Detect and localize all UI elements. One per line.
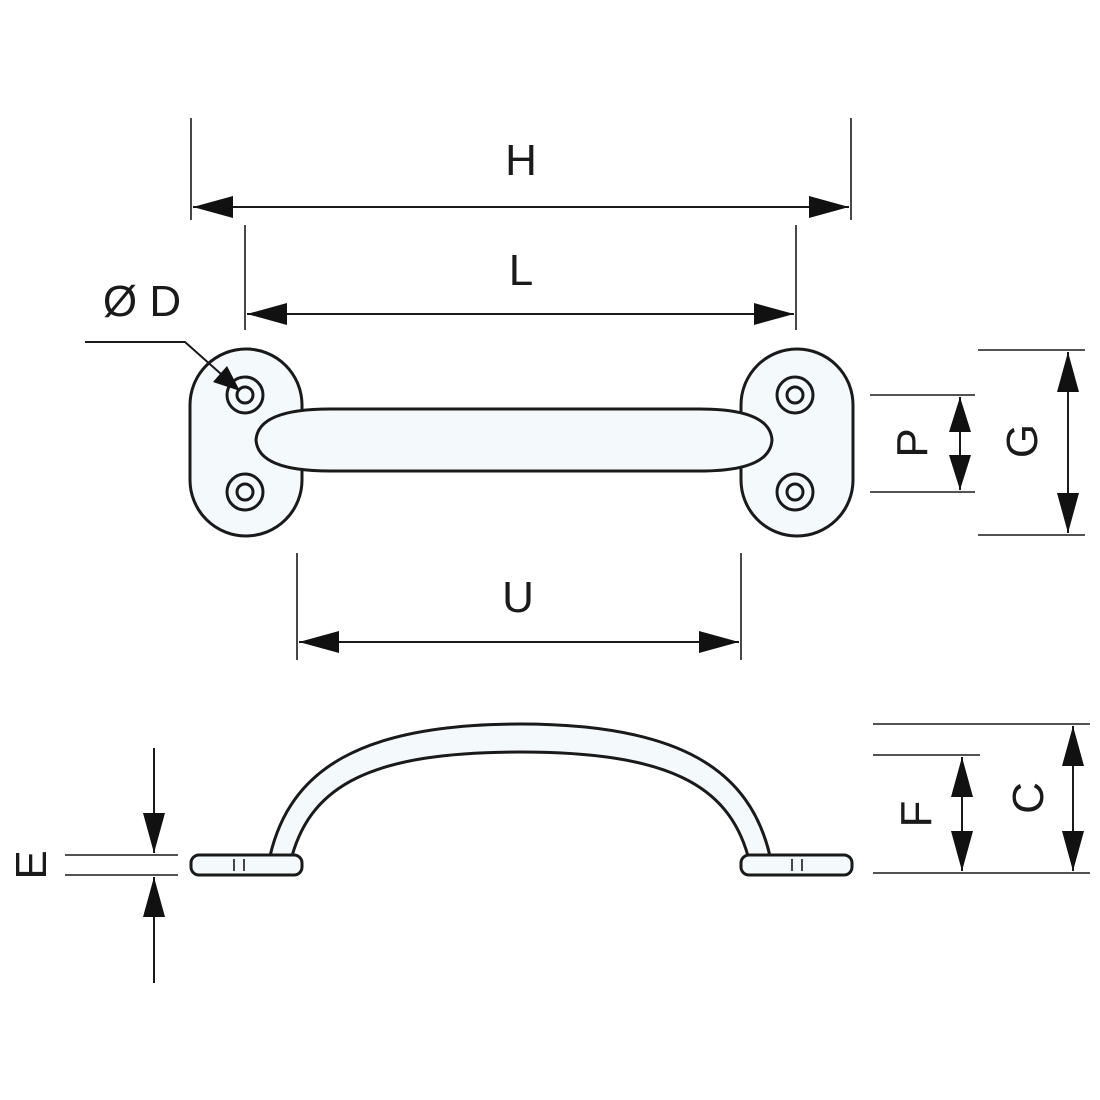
label-c: C xyxy=(1004,782,1053,814)
left-foot xyxy=(189,853,304,877)
screw-hole-bottom-left xyxy=(225,472,265,512)
dimension-diameter-d xyxy=(85,341,240,391)
label-u: U xyxy=(502,573,534,622)
dimension-h xyxy=(190,118,852,220)
label-g: G xyxy=(998,424,1047,458)
handle-arch-side xyxy=(268,722,772,858)
screw-hole-top-right xyxy=(775,375,815,415)
dimension-p xyxy=(870,394,975,493)
dimension-u xyxy=(296,553,742,660)
top-view xyxy=(188,347,855,538)
label-p: P xyxy=(888,428,937,457)
label-f: F xyxy=(892,801,941,828)
dimension-c xyxy=(873,723,1090,871)
screw-hole-bottom-right xyxy=(775,472,815,512)
side-view xyxy=(189,722,854,877)
handle-grip-top xyxy=(254,407,774,473)
dimension-l xyxy=(244,225,797,330)
label-h: H xyxy=(505,136,537,185)
dimension-f xyxy=(873,754,1090,874)
dimension-g xyxy=(978,349,1085,536)
right-foot xyxy=(739,853,854,877)
label-e: E xyxy=(7,850,56,879)
label-diameter-d: Ø D xyxy=(103,277,181,326)
dimension-e xyxy=(65,748,178,983)
label-l: L xyxy=(509,246,533,295)
